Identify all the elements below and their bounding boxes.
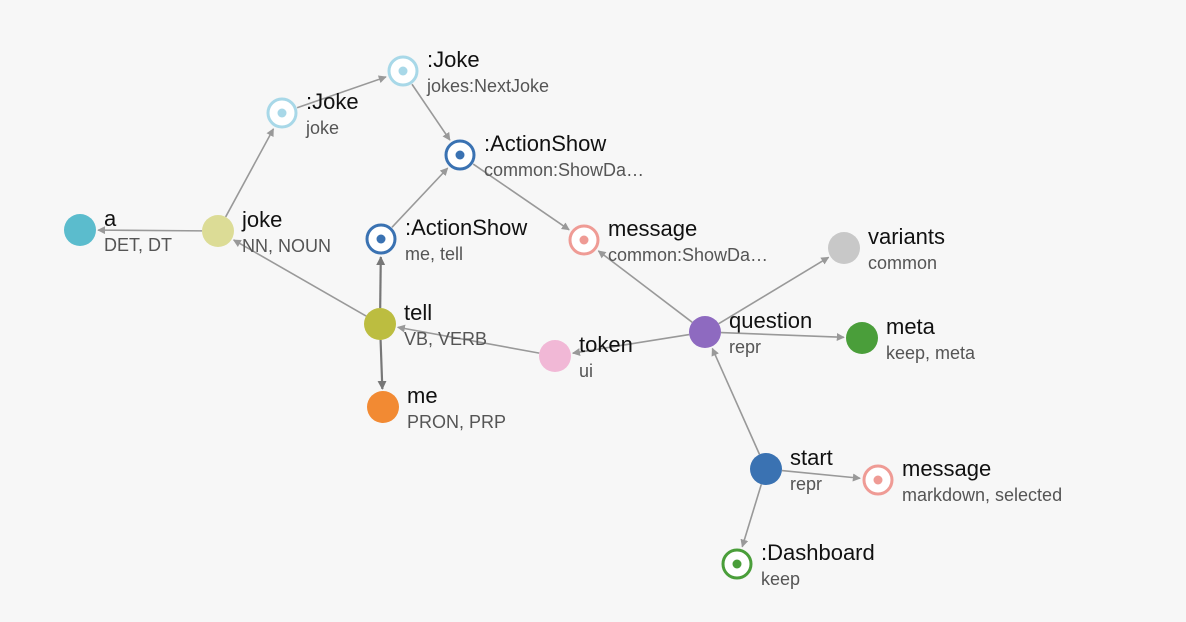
node-variants[interactable]: variants common	[828, 224, 945, 273]
node-action_show2[interactable]: :ActionShow me, tell	[365, 215, 527, 264]
edge-joke_ref-to-next_joke	[296, 75, 387, 109]
node-sublabel: common:ShowDa…	[608, 245, 768, 265]
node-sublabel: repr	[729, 337, 761, 357]
node-circle-icon[interactable]	[364, 308, 396, 340]
node-center-dot-icon	[873, 475, 883, 485]
edge-question-to-variants	[718, 256, 830, 325]
node-sublabel: common:ShowDa…	[484, 160, 644, 180]
node-sublabel: keep	[761, 569, 800, 589]
node-next_joke[interactable]: :Joke jokes:NextJoke	[387, 47, 549, 96]
edge-token-to-tell	[396, 324, 540, 354]
node-center-dot-icon	[376, 234, 386, 244]
node-joke_ref[interactable]: :Joke joke	[266, 89, 359, 138]
node-center-dot-icon	[455, 150, 465, 160]
node-sublabel: repr	[790, 474, 822, 494]
node-center-dot-icon	[398, 66, 408, 76]
node-action_show1[interactable]: :ActionShow common:ShowDa…	[444, 131, 644, 180]
node-sublabel: PRON, PRP	[407, 412, 506, 432]
node-circle-icon[interactable]	[750, 453, 782, 485]
node-circle-icon[interactable]	[64, 214, 96, 246]
node-label: variants	[868, 224, 945, 249]
node-center-dot-icon	[732, 559, 742, 569]
node-circle-icon[interactable]	[539, 340, 571, 372]
node-label: token	[579, 332, 633, 357]
node-circle-icon[interactable]	[846, 322, 878, 354]
node-circle-icon[interactable]	[367, 391, 399, 423]
edge-action_show2-to-action_show1	[391, 167, 449, 228]
node-center-dot-icon	[277, 108, 287, 118]
edge-question-to-meta	[720, 331, 845, 342]
node-sublabel: VB, VERB	[404, 329, 487, 349]
node-sublabel: NN, NOUN	[242, 236, 331, 256]
node-meta[interactable]: meta keep, meta	[846, 314, 976, 363]
node-label: me	[407, 383, 438, 408]
edge-joke-to-a	[97, 226, 203, 235]
node-circle-icon[interactable]	[828, 232, 860, 264]
node-sublabel: ui	[579, 361, 593, 381]
node-label: :ActionShow	[484, 131, 606, 156]
edge-tell-to-me	[377, 339, 387, 390]
node-center-dot-icon	[579, 235, 589, 245]
edge-tell-to-joke	[232, 239, 367, 317]
edge-tell-to-action_show2	[376, 256, 386, 309]
node-dashboard[interactable]: :Dashboard keep	[721, 540, 875, 589]
edge-question-to-token	[571, 333, 690, 356]
node-label: a	[104, 206, 117, 231]
node-sublabel: joke	[305, 118, 339, 138]
node-start[interactable]: start repr	[750, 445, 833, 494]
edges-layer	[97, 75, 861, 548]
node-message1[interactable]: message common:ShowDa…	[568, 216, 768, 265]
node-label: meta	[886, 314, 936, 339]
node-label: joke	[241, 207, 282, 232]
node-token[interactable]: token ui	[539, 332, 633, 381]
node-label: :Joke	[427, 47, 480, 72]
node-label: question	[729, 308, 812, 333]
node-label: message	[902, 456, 991, 481]
node-label: start	[790, 445, 833, 470]
node-sublabel: markdown, selected	[902, 485, 1062, 505]
edge-action_show1-to-message1	[472, 163, 570, 231]
edge-start-to-dashboard	[740, 484, 763, 548]
node-label: tell	[404, 300, 432, 325]
node-circle-icon[interactable]	[689, 316, 721, 348]
node-label: message	[608, 216, 697, 241]
node-label: :Joke	[306, 89, 359, 114]
node-sublabel: me, tell	[405, 244, 463, 264]
node-label: :ActionShow	[405, 215, 527, 240]
node-circle-icon[interactable]	[202, 215, 234, 247]
edge-start-to-question	[711, 347, 761, 455]
node-sublabel: jokes:NextJoke	[426, 76, 549, 96]
node-sublabel: common	[868, 253, 937, 273]
node-sublabel: keep, meta	[886, 343, 976, 363]
edge-joke-to-joke_ref	[224, 128, 275, 218]
edge-question-to-message1	[597, 250, 693, 323]
node-question[interactable]: question repr	[689, 308, 812, 357]
node-sublabel: DET, DT	[104, 235, 172, 255]
node-message2[interactable]: message markdown, selected	[862, 456, 1062, 505]
edge-next_joke-to-action_show1	[411, 83, 451, 141]
node-label: :Dashboard	[761, 540, 875, 565]
edge-start-to-message2	[781, 469, 861, 482]
